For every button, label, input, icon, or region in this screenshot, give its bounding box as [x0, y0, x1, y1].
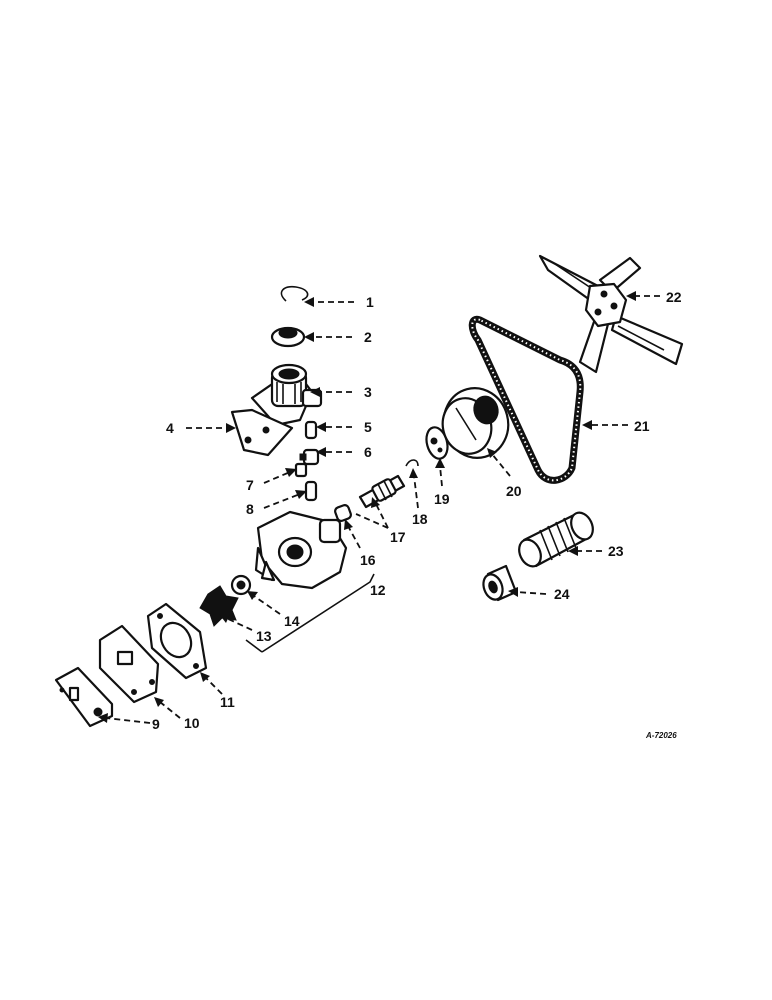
leader-lines [98, 291, 660, 724]
shaft-bearing-part [358, 474, 406, 509]
gasket-plate-part [98, 624, 160, 704]
callout-4: 4 [166, 420, 174, 436]
v-belt-part [468, 315, 584, 484]
callout-14: 14 [284, 613, 300, 629]
fan-part [538, 254, 684, 374]
fitting-5-part [304, 420, 318, 440]
callout-13: 13 [256, 628, 272, 644]
bracket-part [230, 408, 294, 457]
callout-22: 22 [666, 289, 682, 305]
callout-19: 19 [434, 491, 450, 507]
hub-part [482, 564, 518, 602]
callout-23: 23 [608, 543, 624, 559]
spacer-part [518, 511, 594, 568]
fitting-7-part [294, 462, 308, 478]
callout-17: 17 [390, 529, 406, 545]
seal-part [270, 326, 306, 348]
seal-sleeve-part [334, 504, 352, 522]
callout-18: 18 [412, 511, 428, 527]
callout-24: 24 [554, 586, 570, 602]
callout-21: 21 [634, 418, 650, 434]
cover-plate-part [54, 666, 114, 728]
fitting-8-part [304, 480, 318, 502]
callout-5: 5 [364, 419, 372, 435]
callout-3: 3 [364, 384, 372, 400]
callout-8: 8 [246, 501, 254, 517]
back-plate-part [146, 602, 208, 680]
callout-labels: 1 2 3 4 5 6 7 8 9 10 11 12 13 14 16 17 1… [152, 289, 682, 732]
callout-9: 9 [152, 716, 160, 732]
snap-ring-part [280, 285, 309, 302]
callout-10: 10 [184, 715, 200, 731]
fitting-6-part [299, 448, 320, 466]
nut-part [230, 574, 252, 596]
drawing-reference-code: A-72026 [645, 731, 677, 740]
pump-body-part [254, 510, 348, 590]
callout-11: 11 [220, 694, 235, 710]
callout-12: 12 [370, 582, 386, 598]
callout-2: 2 [364, 329, 372, 345]
callout-16: 16 [360, 552, 376, 568]
callout-20: 20 [506, 483, 522, 499]
callout-6: 6 [364, 444, 372, 460]
clip-part [405, 459, 419, 467]
callout-7: 7 [246, 477, 254, 493]
pulley-part [441, 387, 510, 459]
callout-1: 1 [366, 294, 374, 310]
